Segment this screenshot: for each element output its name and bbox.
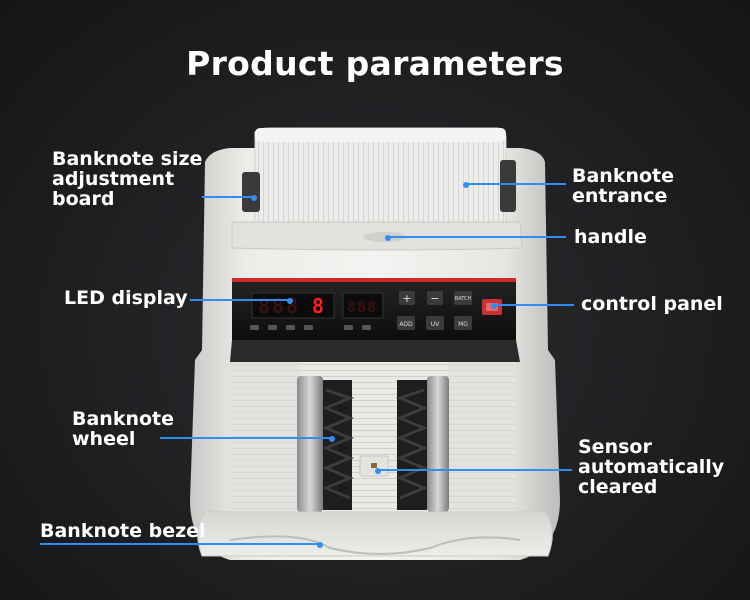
label-banknote-wheel: Banknote wheel <box>72 408 175 450</box>
leader-line-control-panel <box>494 304 574 306</box>
mg-button[interactable] <box>454 316 472 330</box>
mg-button-label: MG <box>458 321 468 328</box>
batch-button-label: BATCH <box>455 296 472 302</box>
uv-button[interactable] <box>426 316 444 330</box>
label-banknote-bezel: Banknote bezel <box>40 520 206 542</box>
indicator-icon <box>344 325 353 330</box>
leader-line-sensor <box>378 469 572 471</box>
banknote-entrance-hopper <box>254 127 507 223</box>
banknote-bezel <box>197 511 553 557</box>
leader-line-handle <box>388 236 566 238</box>
leader-line-bezel <box>40 543 320 545</box>
led-digits-right: 888 <box>347 298 377 316</box>
indicator-icon <box>268 325 277 330</box>
indicator-icon <box>304 325 313 330</box>
indicator-icon <box>362 325 371 330</box>
add-button[interactable] <box>397 316 415 330</box>
leader-dot-led-display <box>287 298 293 304</box>
banknote-wheel-left <box>323 380 352 510</box>
page-title: Product parameters <box>186 44 564 83</box>
wheel-fins-left <box>322 388 355 500</box>
wheel-fins-right <box>395 388 428 500</box>
led-display-batch <box>342 292 384 319</box>
batch-button[interactable] <box>454 291 472 305</box>
led-digits-left: 888 <box>258 294 300 318</box>
minus-button[interactable] <box>427 291 443 305</box>
label-banknote-entrance: Banknote entrance <box>572 165 675 207</box>
indicator-icon <box>286 325 295 330</box>
hopper-top-edge <box>255 128 506 142</box>
minus-button-label: − <box>430 292 439 305</box>
label-led-display: LED display <box>64 287 188 309</box>
leader-dot-control-panel <box>491 303 497 309</box>
leader-line-wheel <box>160 437 332 439</box>
size-guide-right <box>500 160 516 212</box>
button-group: + − BATCH ADD UV MG <box>397 291 502 330</box>
leader-dot-bezel <box>317 542 323 548</box>
indicator-icons <box>250 325 371 330</box>
label-sensor: Sensor automatically cleared <box>578 436 725 498</box>
leader-line-entrance <box>466 183 566 185</box>
leader-dot-size-board <box>251 195 257 201</box>
plus-button-label: + <box>402 292 411 305</box>
uv-button-label: UV <box>431 321 440 328</box>
leader-dot-entrance <box>463 182 469 188</box>
size-guide-left <box>242 172 260 212</box>
leader-dot-handle <box>385 235 391 241</box>
stacker-side-right <box>448 362 518 512</box>
leader-dot-sensor <box>375 468 381 474</box>
bezel-curve <box>229 535 521 555</box>
label-size-adjustment-board: Banknote size adjustment board <box>52 148 203 210</box>
sensor-eye <box>371 463 377 468</box>
leader-line-led-display <box>190 299 290 301</box>
plus-button[interactable] <box>399 291 415 305</box>
label-control-panel: control panel <box>581 293 723 315</box>
indicator-icon <box>250 325 259 330</box>
label-handle: handle <box>574 226 647 248</box>
wheel-housing-right <box>427 376 449 512</box>
led-digit-active: 8 <box>312 294 324 318</box>
lower-cavity <box>230 340 520 362</box>
add-button-label: ADD <box>399 321 413 328</box>
leader-line-size-board <box>202 196 254 198</box>
leader-dot-wheel <box>329 436 335 442</box>
led-display-main <box>251 292 335 319</box>
wheel-housing-left <box>297 376 323 512</box>
red-accent-strip <box>232 278 516 282</box>
